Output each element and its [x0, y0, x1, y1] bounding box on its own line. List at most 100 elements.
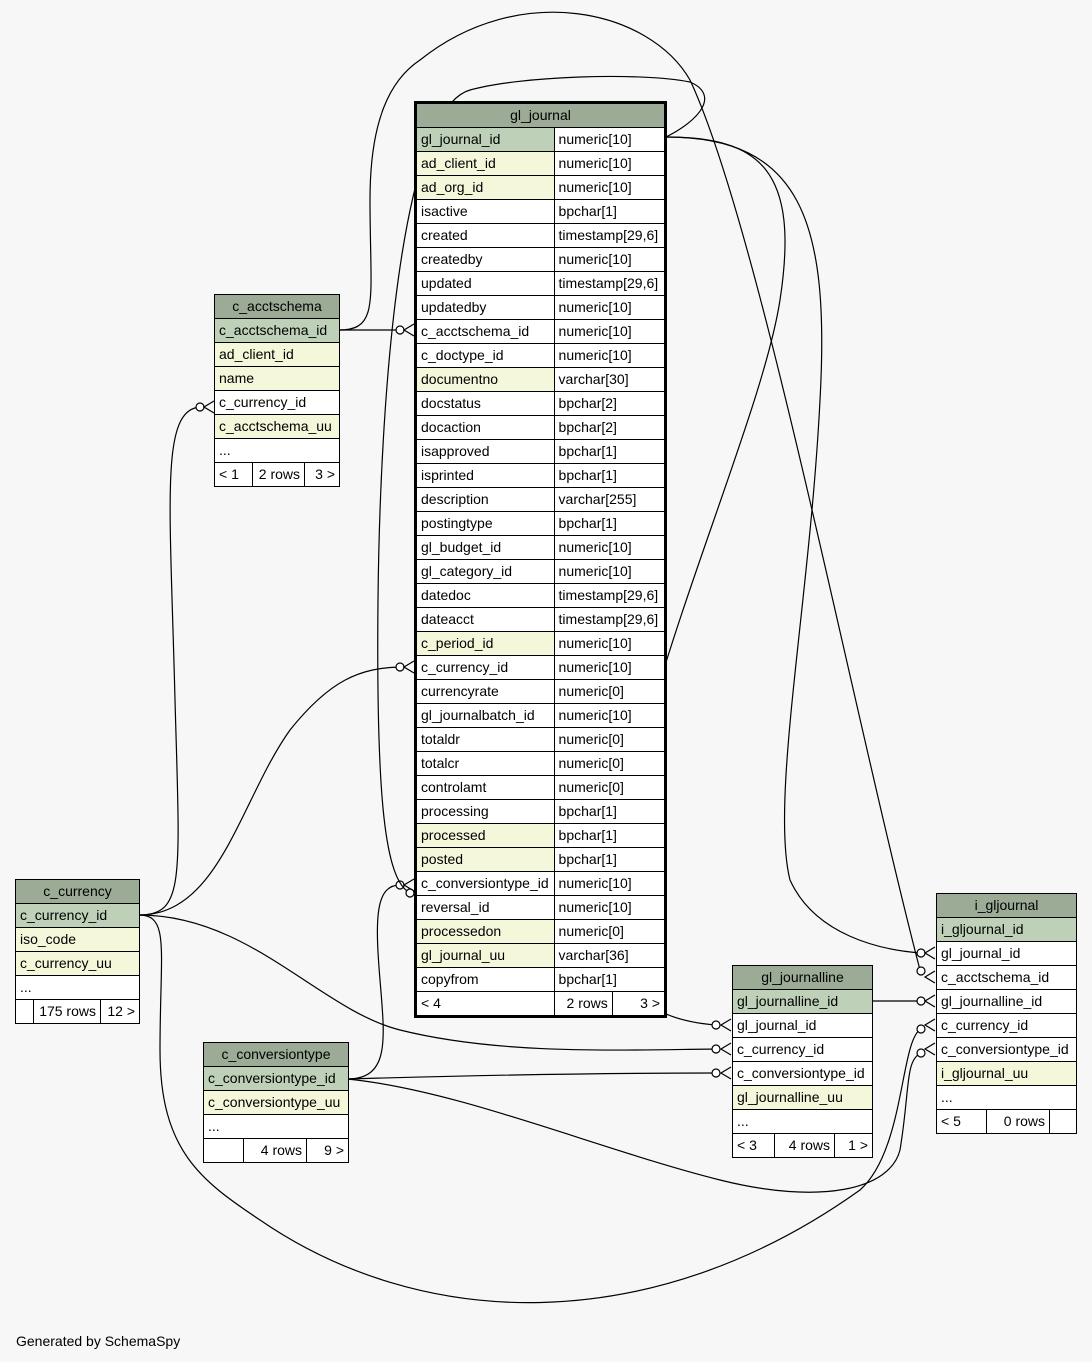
edge-end-marker [711, 1068, 721, 1078]
column-row[interactable]: c_conversiontype_uu [202, 1090, 350, 1115]
parents-link[interactable]: < 3 [732, 1133, 775, 1158]
children-link[interactable]: 3 > [304, 462, 340, 487]
column-name: gl_journal_id [935, 941, 1078, 966]
edge-end-marker [195, 402, 205, 412]
column-name: processing [415, 799, 555, 824]
column-type: numeric[10] [553, 319, 667, 344]
column-row[interactable]: i_gljournal_uu [935, 1061, 1078, 1086]
column-row[interactable]: c_acctschema_id [935, 965, 1078, 990]
column-row[interactable]: gl_journal_id [731, 1013, 874, 1038]
column-row[interactable]: ... [731, 1109, 874, 1134]
table-header[interactable]: c_conversiontype [202, 1042, 350, 1067]
column-row[interactable]: ad_client_id [214, 342, 340, 367]
column-row[interactable]: ... [214, 438, 340, 463]
column-name: updated [415, 271, 555, 296]
column-row[interactable]: i_gljournal_id [935, 917, 1078, 942]
parents-link[interactable] [15, 999, 34, 1024]
column-row[interactable]: c_conversiontype_id [935, 1037, 1078, 1062]
column-name: c_currency_id [214, 390, 340, 415]
children-link[interactable] [1048, 1109, 1078, 1134]
column-row[interactable]: c_currency_uu [14, 951, 141, 976]
column-row[interactable]: ... [14, 975, 141, 1000]
table-header[interactable]: gl_journalline [731, 965, 874, 990]
column-row[interactable]: c_currency_id [14, 903, 141, 928]
column-row[interactable]: ... [202, 1114, 350, 1139]
table-header[interactable]: i_gljournal [935, 893, 1078, 918]
parents-link[interactable]: < 4 [415, 991, 555, 1017]
column-row[interactable]: gl_journalline_id [731, 989, 874, 1014]
column-row[interactable]: c_currency_id [935, 1013, 1078, 1038]
column-name: ad_client_id [415, 151, 555, 176]
column-row[interactable]: gl_journal_id [935, 941, 1078, 966]
column-row[interactable]: c_currency_id [731, 1037, 874, 1062]
parents-link[interactable]: < 1 [214, 462, 253, 487]
column-row[interactable]: ... [935, 1085, 1078, 1110]
column-row[interactable]: gl_journalline_id [935, 989, 1078, 1014]
children-link[interactable]: 1 > [833, 1133, 874, 1158]
table-header[interactable]: c_currency [14, 879, 141, 904]
column-type: numeric[10] [553, 295, 667, 320]
column-type: timestamp[29,6] [553, 271, 667, 296]
column-row[interactable]: c_acctschema_uu [214, 414, 340, 439]
children-link[interactable]: 3 > [611, 991, 667, 1017]
children-link[interactable]: 12 > [99, 999, 141, 1024]
parents-link[interactable]: < 5 [936, 1109, 987, 1134]
column-row[interactable]: iso_code [14, 927, 141, 952]
table-header[interactable]: gl_journal [415, 102, 666, 128]
column-row[interactable]: c_conversiontype_id [202, 1066, 350, 1091]
table-header[interactable]: c_acctschema [214, 294, 340, 319]
column-row[interactable]: name [214, 366, 340, 391]
column-name: gl_journalline_uu [731, 1085, 874, 1110]
column-row[interactable]: c_acctschema_id [214, 318, 340, 343]
children-link[interactable]: 9 > [305, 1138, 350, 1163]
column-row[interactable]: c_currency_id [214, 390, 340, 415]
column-row[interactable]: c_conversiontype_id [731, 1061, 874, 1086]
column-name: description [415, 487, 555, 512]
column-row[interactable]: gl_journalline_uu [731, 1085, 874, 1110]
parents-link[interactable] [203, 1138, 244, 1163]
